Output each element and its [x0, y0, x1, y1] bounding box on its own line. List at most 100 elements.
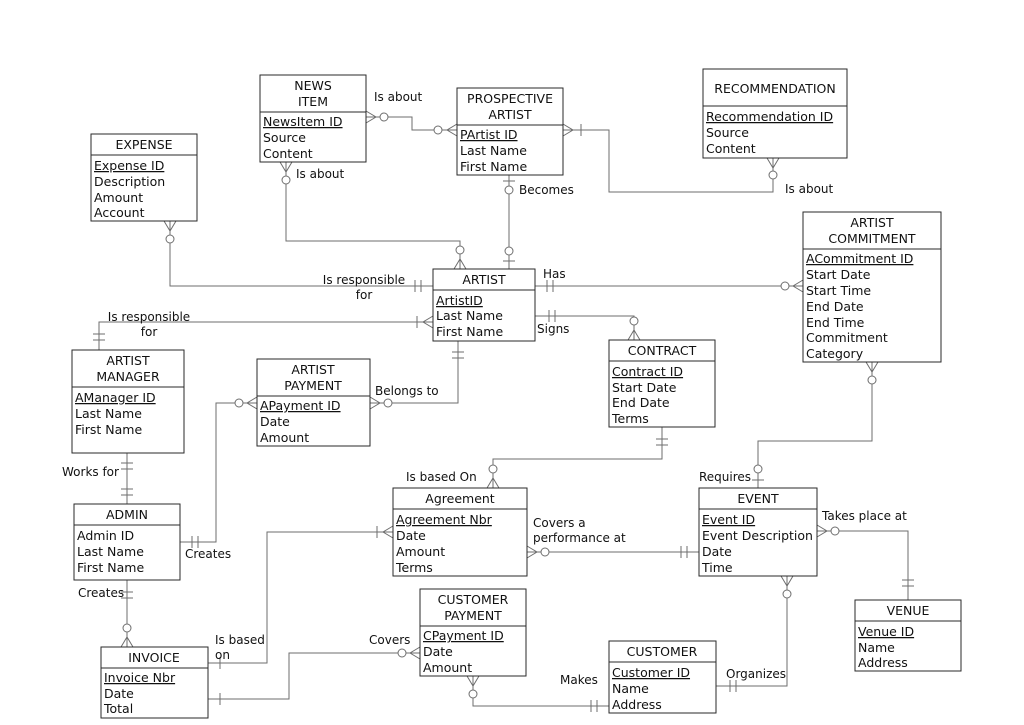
primary-key: Recommendation ID — [706, 109, 833, 124]
attribute: First Name — [75, 422, 142, 437]
connector-prospect-recommendation — [563, 129, 774, 193]
label-invoice-based-on-2: on — [215, 648, 230, 662]
attribute: Date — [396, 528, 426, 543]
label-news-about-prospect: Is about — [374, 90, 423, 104]
attribute: Date — [104, 686, 134, 701]
entity-title: EVENT — [737, 491, 779, 506]
entity-title: COMMITMENT — [828, 231, 915, 246]
attribute: Source — [706, 125, 749, 140]
entity-admin[interactable]: ADMIN Admin ID Last Name First Name — [73, 503, 181, 581]
attribute: End Date — [612, 395, 670, 410]
label-requires: Requires — [699, 470, 751, 484]
entity-customer[interactable]: CUSTOMER Customer ID Name Address — [608, 640, 717, 714]
label-artist-signs: Signs — [537, 322, 569, 336]
attribute: End Date — [806, 299, 864, 314]
attribute: Content — [263, 146, 313, 161]
primary-key: ACommitment ID — [806, 251, 913, 266]
entity-title: MANAGER — [96, 369, 160, 384]
label-payment-belongs: Belongs to — [375, 384, 439, 398]
label-organizes: Organizes — [726, 667, 786, 681]
label-prospect-becomes: Becomes — [519, 183, 574, 197]
label-invoice-based-on-1: Is based — [215, 633, 265, 647]
primary-key: AManager ID — [75, 390, 156, 405]
entity-venue[interactable]: VENUE Venue ID Name Address — [854, 599, 962, 672]
attribute: Name — [612, 681, 649, 696]
attribute: End Time — [806, 315, 865, 330]
entity-customer-payment[interactable]: CUSTOMER PAYMENT CPayment ID Date Amount — [419, 588, 527, 677]
connector-artist-contract — [535, 315, 635, 340]
attribute: Terms — [611, 411, 649, 426]
primary-key: Customer ID — [612, 665, 690, 680]
attribute: Amount — [423, 660, 472, 675]
label-works-for: Works for — [62, 465, 119, 479]
attribute: Amount — [396, 544, 445, 559]
entity-title: ARTIST — [850, 215, 894, 230]
primary-key: Agreement Nbr — [396, 512, 493, 527]
entity-title: CUSTOMER — [438, 592, 509, 607]
attribute: Date — [702, 544, 732, 559]
attribute: Source — [263, 130, 306, 145]
attribute: Address — [858, 655, 908, 670]
connector-news-prospect — [366, 116, 457, 131]
label-news-about-artist: Is about — [296, 167, 345, 181]
attribute: Account — [94, 205, 145, 220]
attribute: Terms — [395, 560, 433, 575]
entity-agreement[interactable]: Agreement Agreement Nbr Date Amount Term… — [392, 487, 528, 577]
entity-title: ARTIST — [488, 107, 532, 122]
label-admin-creates-payment: Creates — [185, 547, 231, 561]
label-takes-place-at: Takes place at — [821, 509, 907, 523]
connector-commitment-event — [757, 362, 873, 488]
primary-key: Venue ID — [858, 624, 914, 639]
connector-news-artist — [285, 162, 461, 269]
attribute: Time — [701, 560, 733, 575]
primary-key: NewsItem ID — [263, 114, 343, 129]
entity-title: Agreement — [425, 491, 495, 506]
cardinality-markers — [93, 110, 914, 712]
attribute: Last Name — [75, 406, 142, 421]
label-makes: Makes — [560, 673, 598, 687]
attribute: Description — [94, 174, 165, 189]
primary-key: APayment ID — [260, 398, 341, 413]
entity-title: ITEM — [298, 94, 328, 109]
entity-recommendation[interactable]: RECOMMENDATION Recommendation ID Source … — [702, 68, 848, 159]
attribute: Last Name — [436, 308, 503, 323]
entity-title: ARTIST — [291, 362, 335, 377]
label-expense-responsible-1: Is responsible — [323, 273, 405, 287]
entity-title: CUSTOMER — [627, 644, 698, 659]
label-expense-responsible-2: for — [356, 288, 373, 302]
attribute: Start Time — [806, 283, 871, 298]
entity-artist-payment[interactable]: ARTIST PAYMENT APayment ID Date Amount — [256, 358, 371, 447]
entity-title: NEWS — [294, 78, 332, 93]
entity-news-item[interactable]: NEWS ITEM NewsItem ID Source Content — [259, 74, 367, 163]
attribute: Start Date — [612, 380, 677, 395]
entity-contract[interactable]: CONTRACT Contract ID Start Date End Date… — [608, 339, 716, 428]
entity-title: ARTIST — [462, 272, 506, 287]
label-artist-has: Has — [543, 267, 566, 281]
entity-title: ADMIN — [106, 507, 148, 522]
primary-key: Event ID — [702, 512, 755, 527]
label-admin-creates-invoice: Creates — [78, 586, 124, 600]
entity-artist-commitment[interactable]: ARTIST COMMITMENT ACommitment ID Start D… — [802, 211, 942, 363]
entity-title: CONTRACT — [628, 343, 697, 358]
entity-event[interactable]: EVENT Event ID Event Description Date Ti… — [698, 487, 818, 577]
entity-title: PROSPECTIVE — [467, 91, 553, 106]
connector-payment-admin — [180, 402, 257, 543]
entity-artist[interactable]: ARTIST ArtistID Last Name First Name — [432, 268, 536, 342]
attribute: Name — [858, 640, 895, 655]
entity-artist-manager[interactable]: ARTIST MANAGER AManager ID Last Name Fir… — [71, 349, 185, 454]
label-recommendation-about: Is about — [785, 182, 834, 196]
attribute: Commitment — [806, 330, 888, 345]
connector-contract-agreement — [492, 427, 663, 488]
entity-title: EXPENSE — [115, 137, 172, 152]
entity-prospective-artist[interactable]: PROSPECTIVE ARTIST PArtist ID Last Name … — [456, 87, 564, 176]
attribute: Date — [260, 414, 290, 429]
entity-expense[interactable]: EXPENSE Expense ID Description Amount Ac… — [90, 133, 198, 222]
connector-artist-payment — [370, 341, 459, 404]
attribute: Last Name — [460, 143, 527, 158]
label-manager-responsible-2: for — [141, 325, 158, 339]
attribute: Date — [423, 644, 453, 659]
attribute: First Name — [436, 324, 503, 339]
primary-key: Admin ID — [77, 528, 134, 543]
entity-invoice[interactable]: INVOICE Invoice Nbr Date Total — [100, 646, 209, 719]
entity-title: PAYMENT — [284, 378, 342, 393]
